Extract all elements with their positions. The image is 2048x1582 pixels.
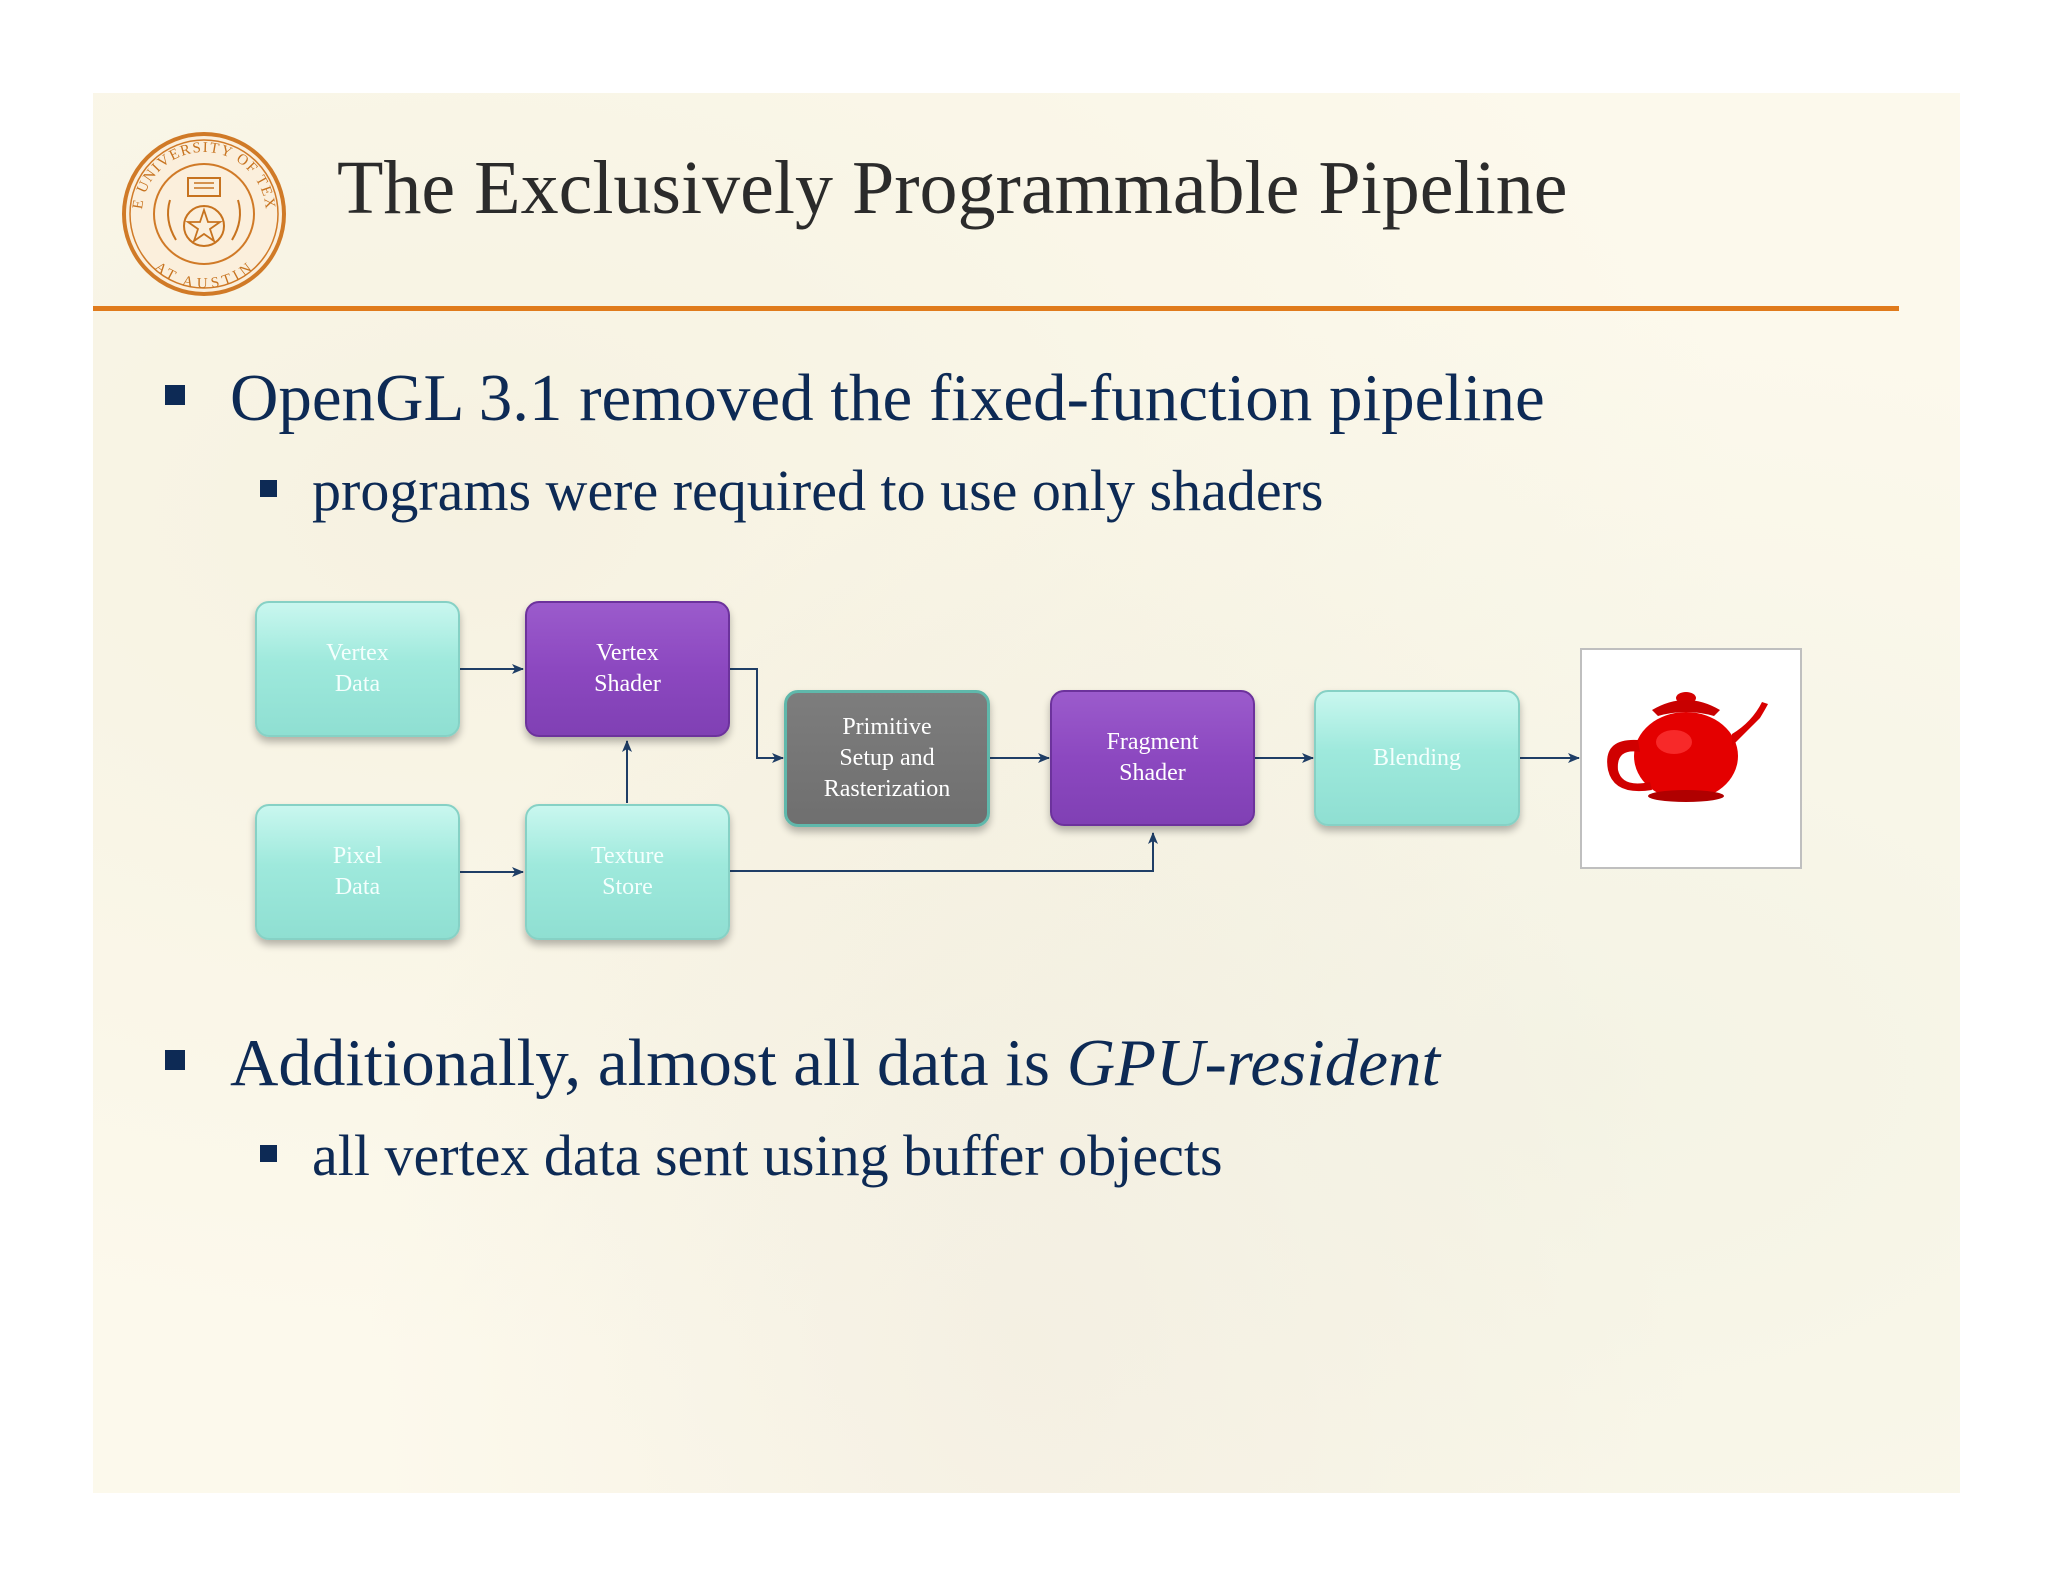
node-vertex-shader: Vertex Shader <box>525 601 730 737</box>
square-bullet-icon <box>165 1050 185 1070</box>
bullet-text-emphasis: GPU-resident <box>1066 1026 1441 1100</box>
title-divider <box>93 306 1899 311</box>
sub-bullet-text: programs were required to use only shade… <box>312 458 1324 523</box>
node-texture-store: Texture Store <box>525 804 730 940</box>
square-bullet-icon <box>260 1145 277 1162</box>
university-seal-icon: THE UNIVERSITY OF TEXAS AT AUSTIN <box>120 130 286 296</box>
node-primitive-setup: Primitive Setup and Rasterization <box>784 690 990 827</box>
node-fragment-shader: Fragment Shader <box>1050 690 1255 826</box>
square-bullet-icon <box>165 385 185 405</box>
sub-bullet-text: all vertex data sent using buffer object… <box>312 1123 1223 1188</box>
slide-title: The Exclusively Programmable Pipeline <box>337 146 1568 230</box>
node-blending: Blending <box>1314 690 1520 826</box>
square-bullet-icon <box>260 480 277 497</box>
bullet-text: Additionally, almost all data is GPU-res… <box>230 1030 1440 1097</box>
bullet-text: OpenGL 3.1 removed the fixed-function pi… <box>230 361 1545 435</box>
node-vertex-data: Vertex Data <box>255 601 460 737</box>
red-teapot-icon <box>1607 692 1768 802</box>
bullet-text-prefix: Additionally, almost all data is <box>230 1026 1067 1100</box>
output-image-frame <box>1580 648 1802 869</box>
node-pixel-data: Pixel Data <box>255 804 460 940</box>
